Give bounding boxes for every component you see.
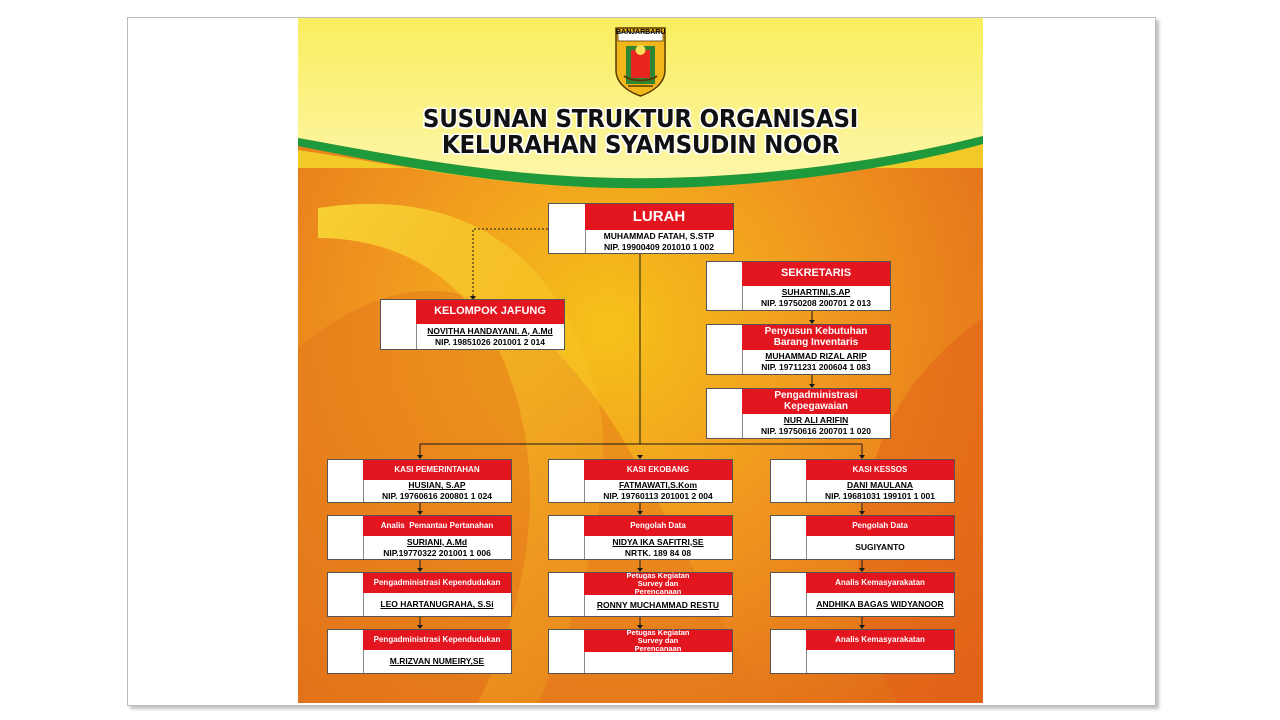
banjarbaru-logo-seal — [615, 27, 666, 97]
position-title: Pengadministrasi Kependudukan — [363, 630, 511, 650]
lurah-name: MUHAMMAD FATAH, S.STP — [603, 230, 715, 241]
kelompok-nip: NIP. 19851026 201001 2 014 — [435, 336, 545, 347]
sekretaris-nip: NIP. 19750208 200701 2 013 — [761, 298, 871, 308]
petugas-survey-box: Petugas Kegiatan Survey dan Perencanaan … — [548, 572, 733, 617]
photo-placeholder — [707, 262, 743, 310]
logo-text: BANJARBARU — [616, 29, 666, 36]
photo-placeholder — [549, 630, 585, 673]
staff-name: ANDHIKA BAGAS WIDYANOOR — [816, 599, 944, 609]
staff-name: DANI MAULANA — [846, 480, 914, 490]
photo-placeholder — [381, 300, 417, 349]
photo-placeholder — [549, 573, 585, 616]
photo-placeholder — [549, 460, 585, 502]
pengadministrasi-kependudukan-box: Pengadministrasi Kependudukan LEO HARTAN… — [327, 572, 512, 617]
position-title: Petugas Kegiatan Survey dan Perencanaan — [584, 629, 732, 652]
analis-kemasyarakatan-box: Analis Kemasyarakatan ANDHIKA BAGAS WIDY… — [770, 572, 955, 617]
photo-placeholder — [707, 389, 743, 438]
sekretaris-box: SEKRETARIS SUHARTINI,S.AP NIP. 19750208 … — [706, 261, 891, 311]
staff-name: HUSIAN, S.AP — [408, 480, 466, 490]
sekretaris-name: SUHARTINI,S.AP — [781, 287, 851, 297]
position-title: Analis Kemasyarakatan — [806, 630, 954, 650]
kepegawaian-box: Pengadministrasi Kepegawaian NUR ALI ARI… — [706, 388, 891, 439]
sekretaris-title: SEKRETARIS — [742, 262, 890, 286]
staff-nip: NIP.19770322 201001 1 006 — [383, 547, 491, 558]
pengadministrasi-kependudukan-box-2: Pengadministrasi Kependudukan M.RIZVAN N… — [327, 629, 512, 674]
kelompok-name: NOVITHA HANDAYANI. A, A.Md — [427, 325, 553, 336]
photo-placeholder — [707, 325, 743, 374]
photo-placeholder — [549, 516, 585, 559]
position-title: Analis Pemantau Pertanahan — [363, 516, 511, 536]
kelompok-title: KELOMPOK JAFUNG — [416, 300, 564, 324]
penyusun-name: MUHAMMAD RIZAL ARIP — [765, 351, 867, 361]
position-title: Pengadministrasi Kependudukan — [363, 573, 511, 593]
position-title: Analis Kemasyarakatan — [806, 573, 954, 593]
analis-pemantau-box: Analis Pemantau Pertanahan SURIANI, A.Md… — [327, 515, 512, 560]
position-title: Petugas Kegiatan Survey dan Perencanaan — [584, 572, 732, 595]
staff-name: RONNY MUCHAMMAD RESTU — [596, 600, 720, 610]
poster-title-line-1: SUSUNAN STRUKTUR ORGANISASI — [422, 104, 859, 133]
position-title: Pengolah Data — [584, 516, 732, 536]
lurah-box: LURAH MUHAMMAD FATAH, S.STP NIP. 1990040… — [548, 203, 734, 254]
staff-nip: NRTK. 189 84 08 — [624, 547, 692, 558]
staff-name: SURIANI, A.Md — [406, 536, 468, 547]
petugas-survey-box-2: Petugas Kegiatan Survey dan Perencanaan — [548, 629, 733, 674]
penyusun-title: Penyusun Kebutuhan Barang Inventaris — [742, 325, 890, 350]
pengolah-data-box: Pengolah Data NIDYA IKA SAFITRI,SE NRTK.… — [548, 515, 733, 560]
kasi-pemerintahan-box: KASI PEMERINTAHAN HUSIAN, S.AP NIP. 1976… — [327, 459, 512, 503]
pengolah-data-box-2: Pengolah Data SUGIYANTO — [770, 515, 955, 560]
kasi-kessos-title: KASI KESSOS — [806, 460, 954, 480]
staff-nip: NIP. 19681031 199101 1 001 — [825, 491, 935, 501]
kasi-ekobang-box: KASI EKOBANG FATMAWATI,S.Kom NIP. 197601… — [548, 459, 733, 503]
photo-placeholder — [771, 630, 807, 673]
poster-title-line-2: KELURAHAN SYAMSUDIN NOOR — [441, 130, 840, 159]
photo-placeholder — [328, 460, 364, 502]
kelompok-jafung-box: KELOMPOK JAFUNG NOVITHA HANDAYANI. A, A.… — [380, 299, 565, 350]
kepegawaian-name: NUR ALI ARIFIN — [783, 415, 849, 425]
penyusun-nip: NIP. 19711231 200604 1 083 — [761, 362, 871, 372]
lurah-nip: NIP. 19900409 201010 1 002 — [604, 241, 714, 252]
staff-name: NIDYA IKA SAFITRI,SE — [612, 536, 704, 547]
kepegawaian-title: Pengadministrasi Kepegawaian — [742, 389, 890, 414]
photo-placeholder — [771, 573, 807, 616]
kasi-pemerintahan-title: KASI PEMERINTAHAN — [363, 460, 511, 480]
photo-placeholder — [328, 516, 364, 559]
analis-kemasyarakatan-box-2: Analis Kemasyarakatan — [770, 629, 955, 674]
photo-placeholder — [771, 460, 807, 502]
photo-placeholder — [549, 204, 586, 253]
position-title: Pengolah Data — [806, 516, 954, 536]
staff-name: SUGIYANTO — [855, 542, 905, 552]
kepegawaian-nip: NIP. 19750616 200701 1 020 — [761, 426, 871, 436]
kasi-kessos-box: KASI KESSOS DANI MAULANA NIP. 19681031 1… — [770, 459, 955, 503]
photo-placeholder — [771, 516, 807, 559]
penyusun-box: Penyusun Kebutuhan Barang Inventaris MUH… — [706, 324, 891, 375]
lurah-title: LURAH — [585, 204, 733, 230]
staff-name: FATMAWATI,S.Kom — [618, 480, 698, 490]
staff-nip: NIP. 19760616 200801 1 024 — [382, 491, 492, 501]
staff-name: LEO HARTANUGRAHA, S.Si — [380, 599, 494, 609]
staff-nip: NIP. 19760113 201001 2 004 — [603, 491, 713, 501]
photo-placeholder — [328, 630, 364, 673]
kasi-ekobang-title: KASI EKOBANG — [584, 460, 732, 480]
staff-name: M.RIZVAN NUMEIRY,SE — [389, 656, 485, 666]
photo-placeholder — [328, 573, 364, 616]
